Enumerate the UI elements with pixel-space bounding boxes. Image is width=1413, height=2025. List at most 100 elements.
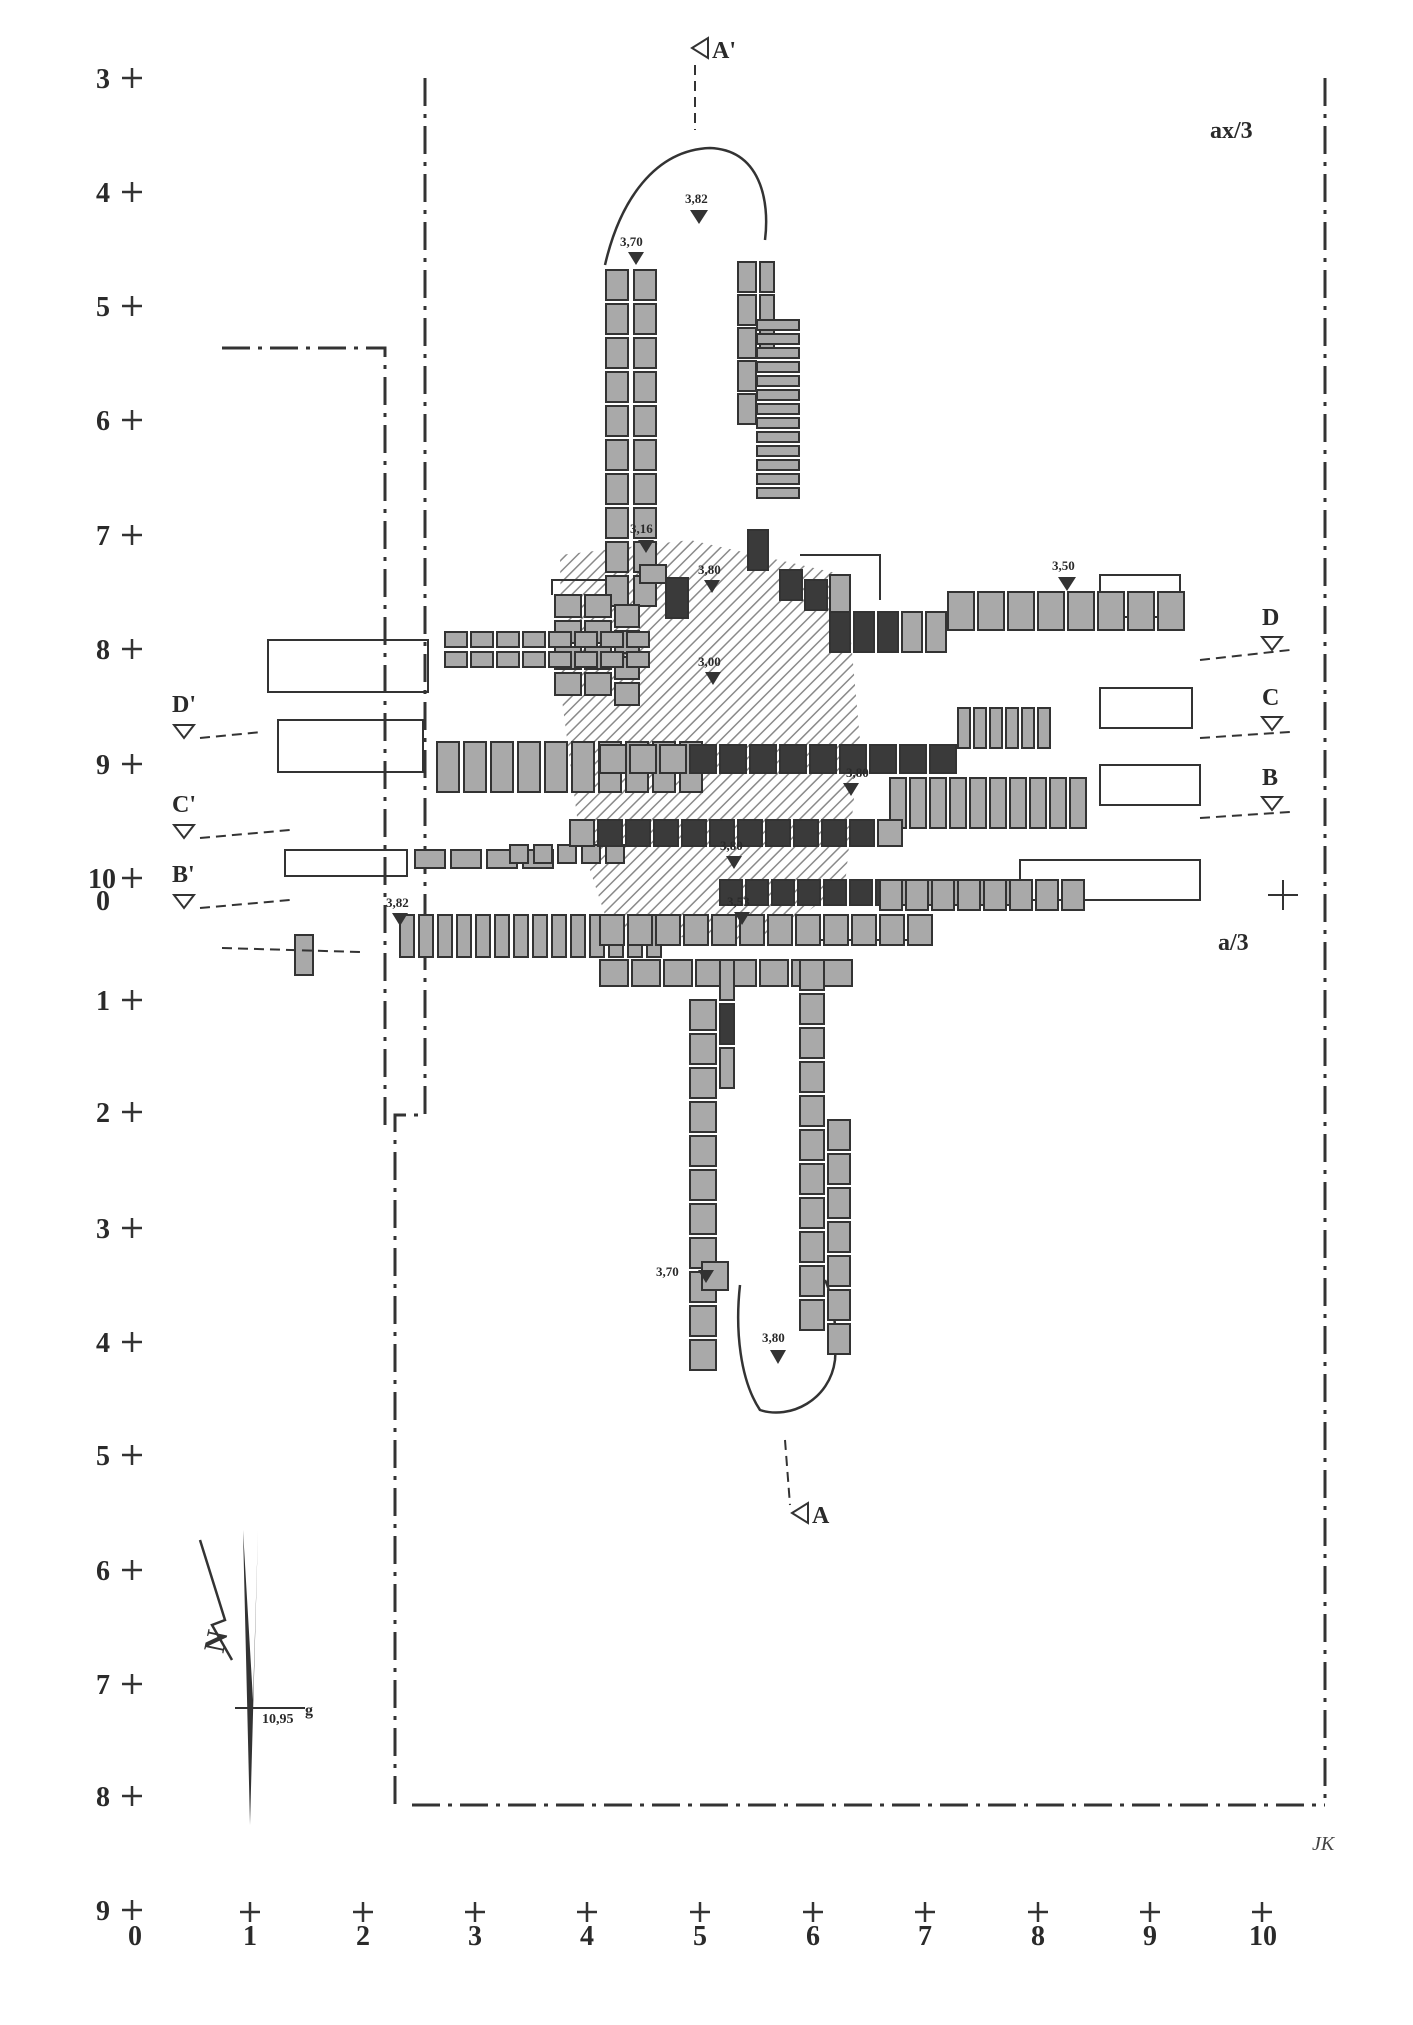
section-marker-d-prime: D' bbox=[171, 692, 197, 740]
axis-tick-bottom: 3 bbox=[468, 1921, 482, 1952]
brick bbox=[1037, 707, 1051, 749]
brick bbox=[627, 914, 653, 946]
brick bbox=[799, 1129, 825, 1161]
brick bbox=[605, 507, 629, 539]
brick bbox=[633, 473, 657, 505]
brick bbox=[797, 879, 821, 906]
brick bbox=[1067, 591, 1095, 631]
brick bbox=[570, 914, 586, 958]
brick bbox=[795, 914, 821, 946]
brick bbox=[639, 564, 667, 584]
drafter-initials: JK bbox=[1312, 1833, 1336, 1855]
svg-text:3,82: 3,82 bbox=[685, 191, 708, 206]
axis-tick-left: 5 bbox=[96, 292, 110, 323]
brick bbox=[554, 672, 582, 696]
brick bbox=[522, 651, 546, 668]
brick bbox=[418, 914, 434, 958]
brick bbox=[756, 473, 800, 485]
brick bbox=[689, 1067, 717, 1099]
svg-text:3,80: 3,80 bbox=[720, 838, 743, 853]
axis-tick-left: 3 bbox=[96, 1214, 110, 1245]
brick bbox=[907, 914, 933, 946]
axis-tick-left: 6 bbox=[96, 1556, 110, 1587]
svg-text:A': A' bbox=[712, 38, 736, 64]
brick bbox=[719, 959, 735, 1001]
brick bbox=[551, 914, 567, 958]
svg-text:3,50: 3,50 bbox=[1052, 558, 1075, 573]
svg-text:C: C bbox=[1262, 685, 1279, 711]
brick bbox=[605, 844, 625, 864]
section-marker-a: A bbox=[790, 1501, 830, 1529]
brick-courses bbox=[294, 261, 1185, 1371]
brick bbox=[496, 651, 520, 668]
brick bbox=[574, 651, 598, 668]
brick bbox=[737, 393, 757, 425]
brick bbox=[779, 744, 807, 774]
brick bbox=[1157, 591, 1185, 631]
section-marker-b: B bbox=[1259, 765, 1285, 812]
svg-text:3,70: 3,70 bbox=[656, 1264, 679, 1279]
brick bbox=[569, 819, 595, 847]
brick bbox=[829, 611, 851, 653]
brick bbox=[599, 914, 625, 946]
brick bbox=[853, 611, 875, 653]
axis-tick-bottom: 6 bbox=[806, 1921, 820, 1952]
brick bbox=[973, 707, 987, 749]
brick bbox=[756, 361, 800, 373]
brick bbox=[737, 294, 757, 326]
brick bbox=[747, 529, 769, 571]
brick bbox=[509, 844, 529, 864]
brick bbox=[444, 651, 468, 668]
brick bbox=[1049, 777, 1067, 829]
site-boundary bbox=[222, 78, 1327, 1807]
brick bbox=[799, 993, 825, 1025]
brick bbox=[949, 777, 967, 829]
axis-tick-bottom: 4 bbox=[580, 1921, 594, 1952]
brick bbox=[799, 1299, 825, 1331]
brick bbox=[969, 777, 987, 829]
brick bbox=[879, 914, 905, 946]
brick bbox=[799, 1163, 825, 1195]
brick bbox=[756, 431, 800, 443]
brick bbox=[756, 319, 800, 331]
brick bbox=[849, 819, 875, 847]
brick bbox=[745, 879, 769, 906]
axis-tick-bottom: 1 bbox=[243, 1921, 257, 1952]
brick bbox=[663, 959, 693, 987]
brick bbox=[470, 631, 494, 648]
brick bbox=[821, 819, 847, 847]
brick bbox=[414, 849, 446, 869]
brick bbox=[1097, 591, 1125, 631]
brick bbox=[756, 459, 800, 471]
label-ax3: ax/3 bbox=[1210, 118, 1253, 144]
brick bbox=[548, 651, 572, 668]
axis-tick-left: 3 bbox=[96, 64, 110, 95]
brick bbox=[759, 261, 775, 293]
axis-tick-left: 7 bbox=[96, 521, 110, 552]
grid-cross-east bbox=[1268, 880, 1298, 910]
brick bbox=[1127, 591, 1155, 631]
brick bbox=[756, 375, 800, 387]
axis-tick-left: 5 bbox=[96, 1441, 110, 1472]
brick bbox=[737, 261, 757, 293]
brick bbox=[899, 744, 927, 774]
brick bbox=[653, 819, 679, 847]
brick bbox=[605, 405, 629, 437]
section-marker-d: D bbox=[1259, 605, 1285, 652]
axis-tick-bottom: 10 bbox=[1249, 1921, 1277, 1952]
brick bbox=[909, 777, 927, 829]
brick bbox=[756, 445, 800, 457]
brick bbox=[614, 682, 640, 706]
brick bbox=[683, 914, 709, 946]
north-pit-outline bbox=[603, 146, 768, 266]
brick bbox=[756, 347, 800, 359]
brick bbox=[756, 487, 800, 499]
axis-tick-left: 2 bbox=[96, 1098, 110, 1129]
axis-tick-bottom: 8 bbox=[1031, 1921, 1045, 1952]
brick bbox=[823, 879, 847, 906]
brick bbox=[749, 744, 777, 774]
brick bbox=[1021, 707, 1035, 749]
brick bbox=[799, 1265, 825, 1297]
brick bbox=[931, 879, 955, 911]
